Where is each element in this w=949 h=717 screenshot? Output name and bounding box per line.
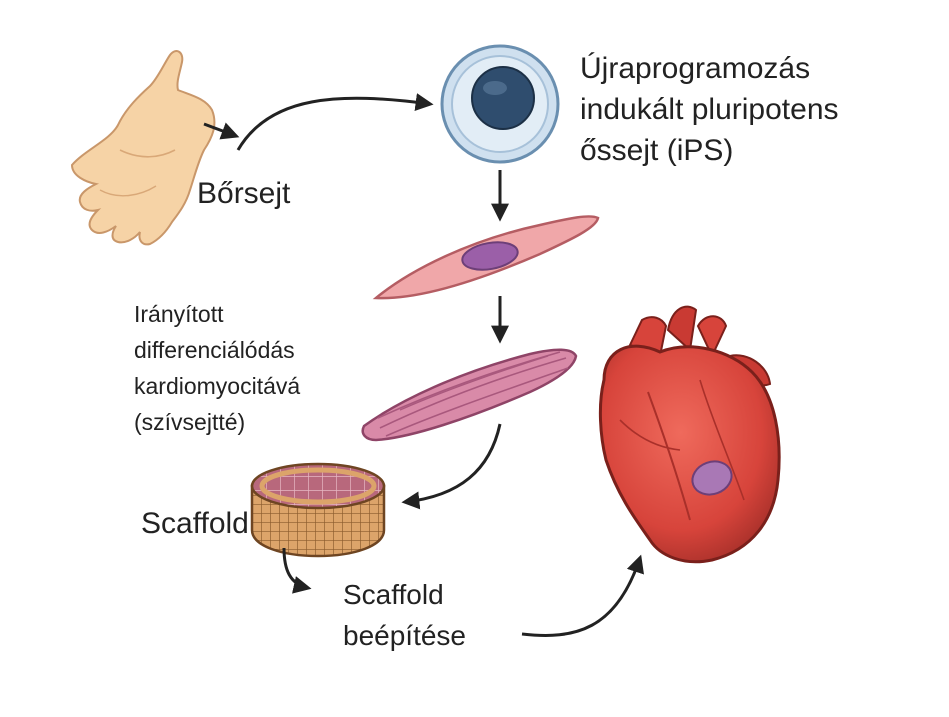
arrow-skin-to-ips	[236, 93, 434, 151]
differentiation-label: Irányított differenciálódás kardiomyocit…	[134, 301, 301, 435]
arrow-scaffold-to-implant	[282, 547, 312, 594]
scaffold-label: Scaffold	[141, 507, 249, 540]
arrow-implant-to-heart	[521, 554, 644, 637]
hand-illustration	[70, 50, 216, 246]
skin-cell-label: Bőrsejt	[197, 177, 291, 210]
ips-cell	[440, 44, 560, 164]
ips-label: Újraprogramozás indukált pluripotens őss…	[580, 52, 839, 167]
cardiomyocyte	[361, 348, 578, 442]
arrow-small-skin	[203, 122, 240, 140]
scaffold-implantation-label: Scaffold beépítése	[343, 579, 466, 651]
differentiating-cell	[372, 215, 600, 300]
scaffold-illustration	[250, 462, 386, 558]
arrow-cardiomyocyte-to-scaffold	[401, 423, 502, 510]
heart-illustration	[598, 305, 781, 564]
